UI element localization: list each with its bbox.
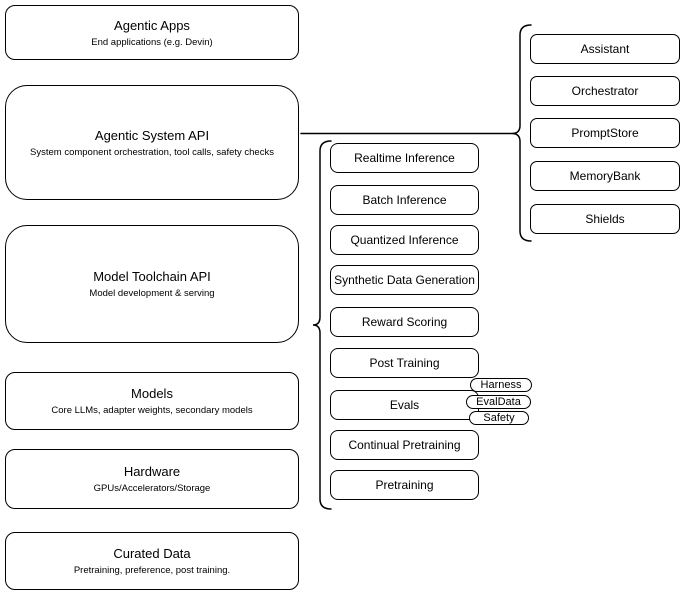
tag-label: EvalData	[476, 395, 521, 408]
tag-safety: Safety	[469, 411, 529, 425]
node-hardware: Hardware GPUs/Accelerators/Storage	[5, 449, 299, 509]
node-agentic-apps: Agentic Apps End applications (e.g. Devi…	[5, 5, 299, 60]
node-title: Curated Data	[113, 546, 191, 561]
node-shields: Shields	[530, 204, 680, 234]
node-batch-inference: Batch Inference	[330, 185, 479, 215]
node-label: Post Training	[369, 356, 440, 370]
tag-label: Harness	[480, 378, 522, 391]
node-title: Model Toolchain API	[93, 269, 211, 284]
node-curated-data: Curated Data Pretraining, preference, po…	[5, 532, 299, 590]
node-label: PromptStore	[571, 126, 639, 140]
node-label: Assistant	[580, 42, 630, 56]
node-label: Batch Inference	[362, 193, 447, 207]
node-title: Models	[131, 386, 173, 401]
node-reward-scoring: Reward Scoring	[330, 307, 479, 337]
node-memorybank: MemoryBank	[530, 161, 680, 191]
node-post-training: Post Training	[330, 348, 479, 378]
node-label: Evals	[389, 398, 420, 412]
node-title: Agentic System API	[94, 127, 210, 143]
node-orchestrator: Orchestrator	[530, 76, 680, 106]
node-label: Pretraining	[375, 478, 434, 492]
tag-harness: Harness	[470, 378, 532, 392]
node-label: Reward Scoring	[361, 315, 448, 329]
node-pretraining: Pretraining	[330, 470, 479, 500]
node-subtitle: Pretraining, preference, post training.	[73, 565, 231, 576]
node-subtitle: System component orchestration, tool cal…	[30, 146, 274, 158]
node-label: Orchestrator	[571, 84, 639, 98]
node-synthetic-data-generation: Synthetic Data Generation	[330, 265, 479, 295]
node-model-toolchain-api: Model Toolchain API Model development & …	[5, 225, 299, 343]
node-continual-pretraining: Continual Pretraining	[330, 430, 479, 460]
node-agentic-system-api: Agentic System API System component orch…	[5, 85, 299, 200]
node-label: Quantized Inference	[350, 233, 459, 247]
tag-label: Safety	[483, 411, 515, 424]
node-models: Models Core LLMs, adapter weights, secon…	[5, 372, 299, 430]
node-realtime-inference: Realtime Inference	[330, 143, 479, 173]
node-evals: Evals	[330, 390, 479, 420]
node-label: Realtime Inference	[354, 151, 455, 165]
node-assistant: Assistant	[530, 34, 680, 64]
tag-evaldata: EvalData	[466, 395, 531, 409]
node-promptstore: PromptStore	[530, 118, 680, 148]
toolchain-group-brace	[312, 140, 332, 510]
node-label: Synthetic Data Generation	[334, 273, 475, 287]
node-quantized-inference: Quantized Inference	[330, 225, 479, 255]
node-label: MemoryBank	[569, 169, 641, 183]
node-subtitle: Model development & serving	[89, 288, 215, 299]
system-group-brace	[511, 24, 532, 242]
node-subtitle: GPUs/Accelerators/Storage	[93, 483, 211, 494]
node-subtitle: Core LLMs, adapter weights, secondary mo…	[51, 405, 253, 416]
node-label: Shields	[585, 212, 625, 226]
node-title: Hardware	[123, 464, 181, 479]
node-subtitle: End applications (e.g. Devin)	[91, 36, 213, 48]
node-title: Agentic Apps	[114, 17, 190, 33]
node-label: Continual Pretraining	[348, 438, 461, 452]
